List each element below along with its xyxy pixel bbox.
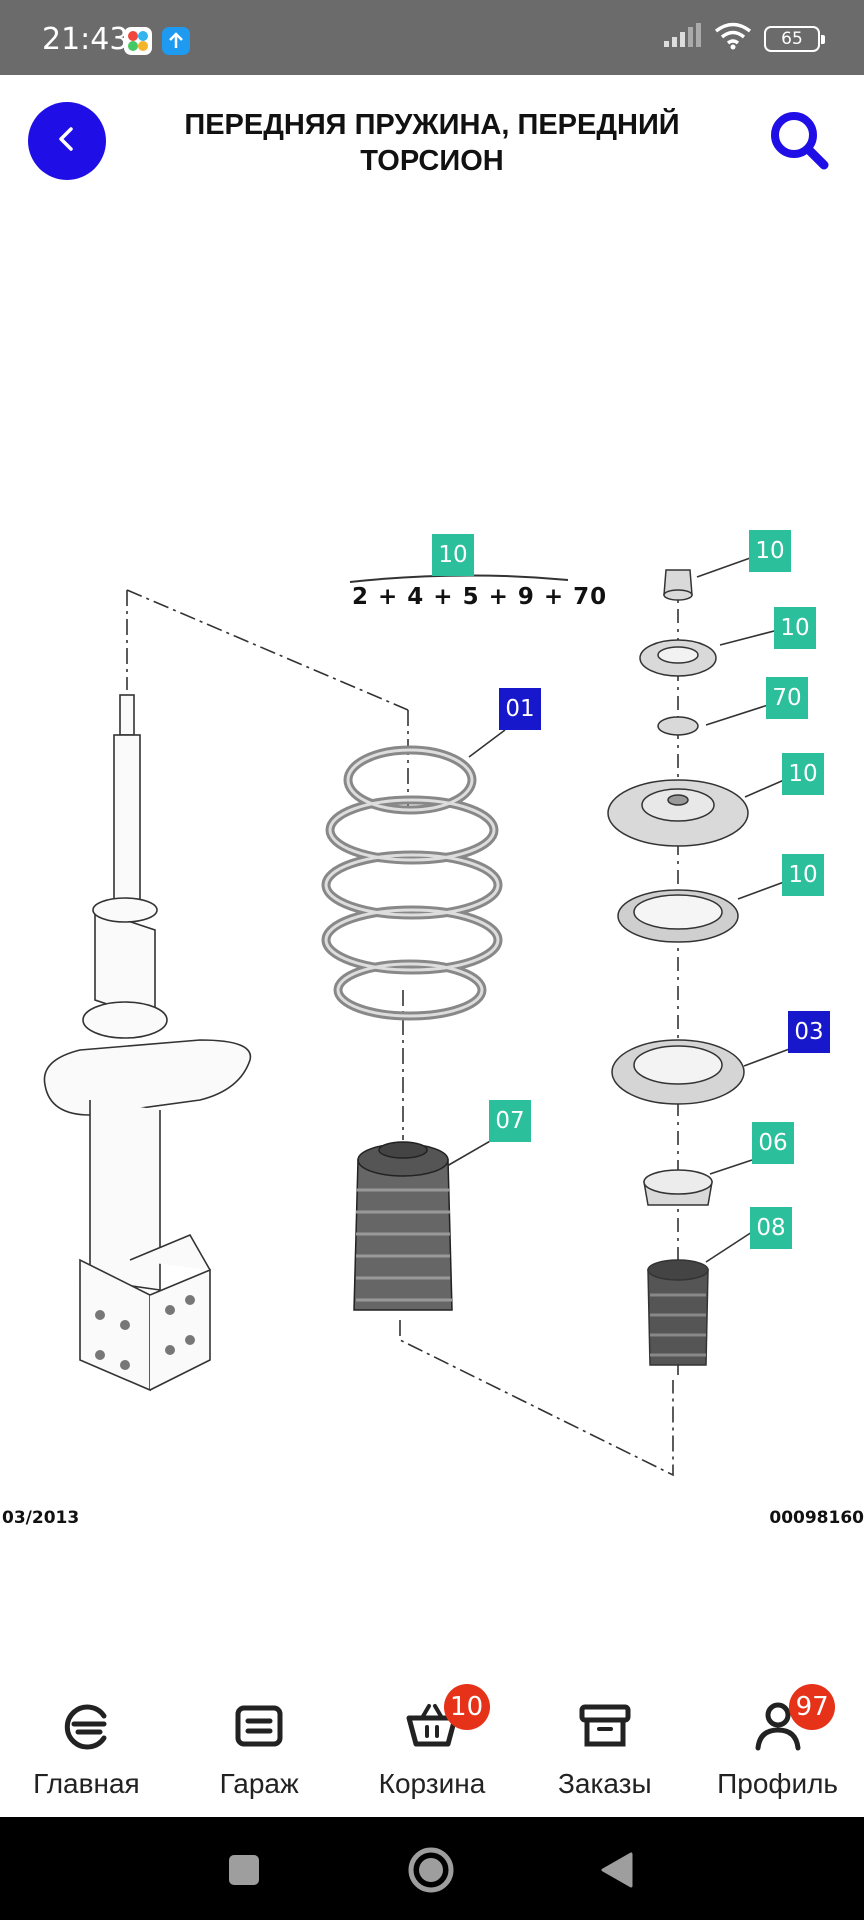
app-icon-upload — [162, 27, 190, 55]
exploded-view-illustration — [43, 556, 793, 1477]
nav-item-cart[interactable]: Корзина 10 — [346, 1672, 519, 1817]
callout-nut[interactable]: 10 — [749, 530, 791, 572]
date-code: 03/2013 — [2, 1508, 80, 1528]
nav-item-home[interactable]: Главная — [0, 1672, 173, 1817]
nav-item-profile[interactable]: Профиль 97 — [691, 1672, 864, 1817]
callout-lower-seat[interactable]: 03 — [788, 1011, 830, 1053]
callout-bump-stop[interactable]: 08 — [750, 1207, 792, 1249]
nav-label-cart: Корзина — [378, 1768, 486, 1799]
app-icon-multicolor — [124, 27, 152, 55]
reference-number: 00098160 — [769, 1508, 864, 1528]
home-logo-icon — [56, 1696, 116, 1756]
status-bar: 21:43 65 — [0, 0, 864, 75]
nav-item-garage[interactable]: Гараж — [173, 1672, 346, 1817]
profile-count-badge: 97 — [789, 1684, 836, 1730]
back-system-button[interactable] — [592, 1847, 642, 1897]
nav-label-home: Главная — [33, 1768, 140, 1799]
recents-button[interactable] — [219, 1847, 269, 1897]
recents-square-icon — [227, 1853, 261, 1892]
profile-icon — [748, 1696, 808, 1756]
header: ПЕРЕДНЯЯ ПРУЖИНА, ПЕРЕДНИЙ ТОРСИОН — [0, 75, 864, 215]
search-icon — [767, 108, 831, 177]
home-circle-icon — [407, 1846, 455, 1899]
callout-upper-mount[interactable]: 10 — [782, 753, 824, 795]
callout-washer-top[interactable]: 10 — [774, 607, 816, 649]
callout-washer-small[interactable]: 70 — [766, 677, 808, 719]
callout-spring[interactable]: 01 — [499, 688, 541, 730]
home-button[interactable] — [406, 1847, 456, 1897]
status-time: 21:43 — [42, 22, 129, 57]
wifi-icon — [714, 22, 752, 55]
callout-boot[interactable]: 07 — [489, 1100, 531, 1142]
orders-box-icon — [575, 1696, 635, 1756]
nav-item-orders[interactable]: Заказы — [518, 1672, 691, 1817]
page-title: ПЕРЕДНЯЯ ПРУЖИНА, ПЕРЕДНИЙ ТОРСИОН — [184, 109, 680, 177]
back-triangle-icon — [599, 1851, 635, 1894]
bottom-navigation: Главная Гараж Корзина 10 Заказы Профиль … — [0, 1672, 864, 1817]
basket-icon — [402, 1696, 462, 1756]
callout-cup[interactable]: 06 — [752, 1122, 794, 1164]
callout-bearing[interactable]: 10 — [782, 854, 824, 896]
cart-count-badge: 10 — [443, 1684, 490, 1730]
nav-label-profile: Профиль — [717, 1768, 839, 1799]
nav-label-orders: Заказы — [558, 1768, 652, 1799]
callout-formula-count[interactable]: 10 — [432, 534, 474, 576]
chevron-left-icon — [52, 124, 82, 159]
back-button[interactable] — [28, 102, 106, 180]
battery-icon: 65 — [764, 25, 825, 52]
search-button[interactable] — [762, 105, 836, 179]
garage-icon — [229, 1696, 289, 1756]
nav-label-garage: Гараж — [219, 1768, 299, 1799]
system-navigation-bar — [0, 1817, 864, 1920]
signal-icon — [662, 23, 702, 54]
parts-diagram: 10 2 + 4 + 5 + 9 + 70 01 07 10 10 70 10 … — [0, 500, 864, 1550]
formula-text: 2 + 4 + 5 + 9 + 70 — [352, 584, 608, 610]
